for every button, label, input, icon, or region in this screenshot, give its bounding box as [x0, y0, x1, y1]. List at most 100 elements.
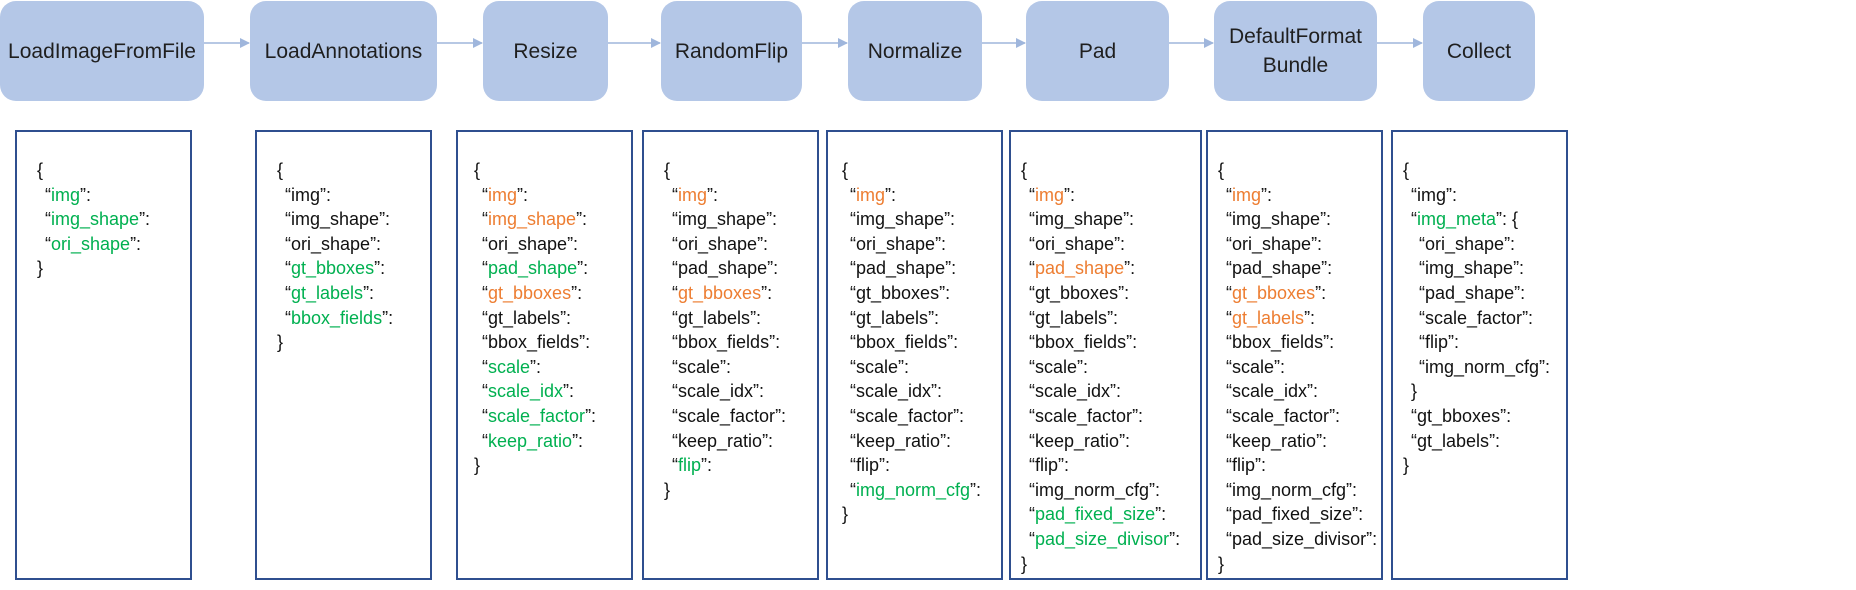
close-quote: ”:	[1124, 258, 1136, 279]
close-quote: ”:	[1274, 356, 1286, 377]
dict-line: “img_shape”:	[1218, 207, 1381, 232]
dict-line: “pad_size_divisor”:	[1218, 527, 1381, 552]
close-quote: ”:	[517, 184, 529, 205]
close-quote: ”:	[1489, 430, 1501, 451]
close-quote: ”:	[944, 209, 956, 230]
close-quote: ”:	[1500, 405, 1512, 426]
open-quote: “	[1419, 356, 1425, 377]
dict-key: gt_bboxes	[1035, 282, 1119, 303]
dict-line: “img”:	[1403, 183, 1566, 208]
brace: {	[1403, 160, 1410, 180]
dict-key: bbox_fields	[1232, 332, 1324, 353]
open-quote: “	[850, 282, 856, 303]
dict-key: img_norm_cfg	[1035, 479, 1150, 500]
dict-line: “ori_shape”:	[1403, 232, 1566, 257]
close-quote: ”:	[320, 184, 332, 205]
dict-key: img	[678, 184, 708, 205]
open-quote: “	[1029, 233, 1035, 254]
open-quote: “	[285, 307, 291, 328]
dict-line: “scale”:	[474, 355, 631, 380]
close-quote: ”:	[775, 405, 787, 426]
dict-line: “gt_labels”:	[277, 281, 430, 306]
dict-line: “pad_shape”:	[1021, 256, 1200, 281]
dict-key: pad_fixed_size	[1232, 504, 1353, 525]
dict-line: “img_shape”:	[37, 207, 190, 232]
open-quote: “	[850, 356, 856, 377]
dict-line: “img_shape”:	[842, 207, 1001, 232]
dict-line: “pad_fixed_size”:	[1218, 502, 1381, 527]
dict-line: }	[1403, 379, 1566, 404]
close-quote: ”:	[761, 282, 773, 303]
dict-key: scale_factor	[1035, 405, 1133, 426]
dict-key: ori_shape	[1035, 233, 1115, 254]
close-quote: ”:	[1539, 356, 1551, 377]
dict-line: “img”:	[842, 183, 1001, 208]
brace: {	[37, 160, 44, 180]
open-quote: “	[672, 209, 678, 230]
open-quote: “	[1419, 258, 1425, 279]
close-quote: ”:	[1448, 332, 1460, 353]
open-quote: “	[1226, 528, 1232, 549]
open-quote: “	[850, 307, 856, 328]
open-quote: “	[482, 332, 488, 353]
open-quote: “	[482, 184, 488, 205]
brace: {	[277, 160, 284, 180]
close-quote: ”:	[766, 209, 778, 230]
close-quote: ”:	[753, 381, 765, 402]
open-quote: “	[1029, 184, 1035, 205]
stage-box: Normalize	[848, 1, 982, 101]
open-quote: “	[482, 258, 488, 279]
open-quote: “	[285, 184, 291, 205]
dict-line: {	[474, 158, 631, 183]
dict-line: “scale_factor”:	[474, 404, 631, 429]
dict-key: ori_shape	[1425, 233, 1505, 254]
dict-key: keep_ratio	[1232, 430, 1317, 451]
close-quote: ”:	[720, 356, 732, 377]
dict-line: “img”:	[37, 183, 190, 208]
dict-line: “flip”:	[664, 453, 817, 478]
brace: }	[277, 332, 284, 353]
dict-line: {	[842, 158, 1001, 183]
dict-line: “scale_idx”:	[474, 379, 631, 404]
dict-key: pad_size_divisor	[1232, 528, 1367, 549]
open-quote: “	[850, 184, 856, 205]
open-quote: “	[1419, 307, 1425, 328]
open-quote: “	[1029, 381, 1035, 402]
dict-key: flip	[856, 455, 880, 476]
dict-key: scale	[1035, 356, 1078, 377]
close-quote: ”:	[1346, 479, 1358, 500]
close-quote: ”:	[1114, 233, 1126, 254]
dict-key: scale_factor	[856, 405, 954, 426]
close-quote: ”:	[1323, 332, 1335, 353]
dict-key: bbox_fields	[678, 332, 770, 353]
close-quote: ”:	[571, 282, 583, 303]
close-quote: ”:	[885, 184, 897, 205]
dict-line: “keep_ratio”:	[1021, 429, 1200, 454]
open-quote: “	[672, 332, 678, 353]
open-quote: “	[482, 430, 488, 451]
stage-label: Resize	[513, 39, 578, 63]
close-quote: ”:	[898, 356, 910, 377]
dict-line: “gt_labels”:	[664, 306, 817, 331]
brace: {	[664, 160, 671, 180]
dict-line: “img”:	[1218, 183, 1381, 208]
dict-line: “gt_bboxes”:	[277, 256, 430, 281]
close-quote: ”:	[769, 332, 781, 353]
dict-line: “gt_labels”:	[1403, 429, 1566, 454]
open-quote: “	[850, 479, 856, 500]
close-quote: ”:	[579, 332, 591, 353]
dict-line: “scale”:	[664, 355, 817, 380]
dict-line: “pad_shape”:	[1403, 281, 1566, 306]
open-quote: “	[45, 209, 51, 230]
close-quote: ”:	[1352, 504, 1364, 525]
stage-box: Resize	[483, 1, 608, 101]
dict-key: img_meta	[1417, 209, 1497, 230]
close-quote: ”:	[577, 258, 589, 279]
dict-key: bbox_fields	[488, 332, 580, 353]
close-quote: ”:	[1132, 405, 1144, 426]
stage-box: LoadAnnotations	[250, 1, 437, 101]
dict-line: }	[842, 502, 1001, 527]
dict-key: img_shape	[291, 209, 380, 230]
dict-line: “bbox_fields”:	[842, 330, 1001, 355]
close-quote: ”:	[363, 282, 375, 303]
